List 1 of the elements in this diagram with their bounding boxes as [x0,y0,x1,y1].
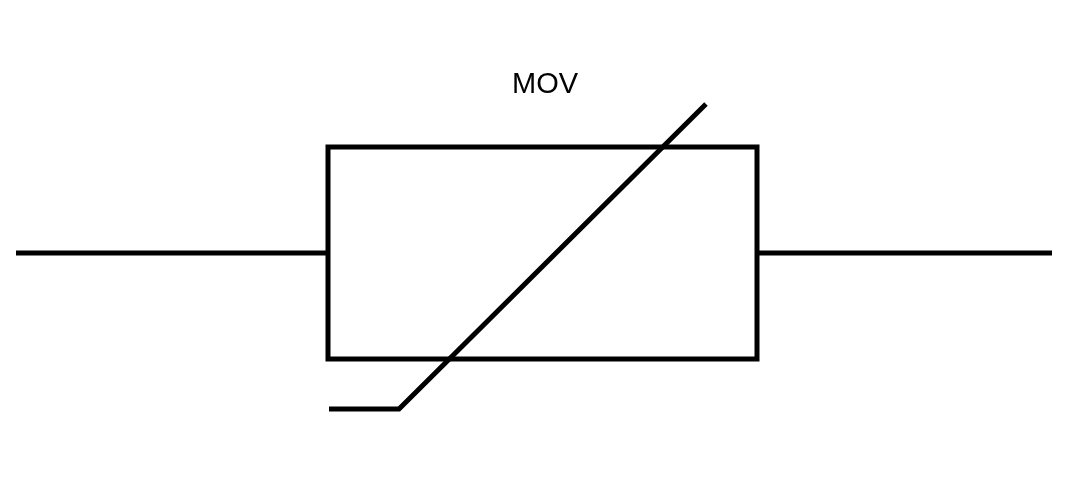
component-label: MOV [512,66,579,100]
